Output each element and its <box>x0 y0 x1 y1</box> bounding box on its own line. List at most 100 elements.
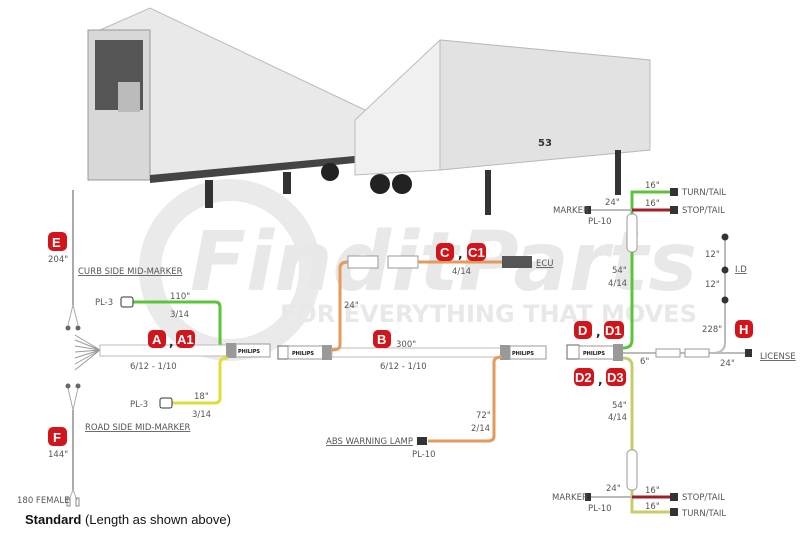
ecu-gauge: 4/14 <box>452 267 471 277</box>
svg-text:D: D <box>578 323 587 338</box>
svg-text:A1: A1 <box>177 332 194 347</box>
extension-harness-b[interactable]: PHILIPS PHILIPS <box>277 345 547 360</box>
bottom-turn-length: 16" <box>645 502 660 512</box>
badge-b: B <box>373 330 391 348</box>
bottom-stop-label: STOP/TAIL <box>682 493 725 503</box>
badge-a: A <box>148 330 166 348</box>
bottom-turn-label: TURN/TAIL <box>681 509 726 519</box>
license-label: LICENSE <box>760 352 796 362</box>
svg-text:53: 53 <box>538 138 552 149</box>
badge-e: E <box>48 232 67 251</box>
svg-text:PHILIPS: PHILIPS <box>512 351 534 357</box>
bottom-stop-plug[interactable] <box>670 493 678 501</box>
pl3-connector-bottom[interactable] <box>159 397 173 409</box>
ecu-up-length: 24" <box>344 301 359 311</box>
bottom-marker-label: MARKER <box>552 493 588 503</box>
abs-wire <box>428 355 503 443</box>
pl3-connector-top[interactable] <box>120 296 134 308</box>
abs-plug-label: PL-10 <box>412 450 436 460</box>
svg-text:C1: C1 <box>468 245 485 260</box>
svg-text:D3: D3 <box>607 370 624 385</box>
bottom-marker-length: 24" <box>606 484 621 494</box>
id-length-1: 12" <box>705 250 720 260</box>
id-light-2 <box>721 266 729 274</box>
yellow-gauge: 3/14 <box>192 410 211 420</box>
ecu-connector-female[interactable] <box>387 255 419 269</box>
top-gauge: 4/14 <box>608 279 627 289</box>
h-connector-male[interactable] <box>655 348 681 358</box>
bottom-plug-label: PL-10 <box>588 504 612 514</box>
pl3-bottom-label: PL-3 <box>130 400 148 410</box>
svg-text:,: , <box>169 335 174 349</box>
ecu-plug[interactable] <box>502 256 532 268</box>
id-light-3 <box>721 296 729 304</box>
top-turn-label: TURN/TAIL <box>681 188 726 198</box>
b-length: 300" <box>396 340 416 350</box>
green-length: 110" <box>170 292 190 302</box>
badge-a1: A1 <box>176 330 195 348</box>
abs-plug[interactable] <box>417 437 427 445</box>
h-length: 228" <box>702 325 722 335</box>
yellow-wire <box>172 356 229 405</box>
svg-text:E: E <box>52 235 61 250</box>
top-stop-plug[interactable] <box>670 206 678 214</box>
svg-text:,: , <box>598 373 603 387</box>
svg-text:PHILIPS: PHILIPS <box>292 351 314 357</box>
badge-c1: C1 <box>467 243 486 261</box>
id-wire <box>711 238 726 354</box>
svg-text:B: B <box>377 332 386 347</box>
caption-bold: Standard <box>25 512 82 527</box>
bottom-marker-plug[interactable] <box>585 493 591 501</box>
h-connector-female[interactable] <box>684 348 710 358</box>
top-plug-label: PL-10 <box>588 217 612 227</box>
badge-h: H <box>735 320 753 338</box>
top-green-wire <box>622 190 670 350</box>
svg-text:PHILIPS: PHILIPS <box>583 351 605 357</box>
bottom-splice <box>626 449 638 491</box>
curb-side-label: CURB SIDE MID-MARKER <box>78 267 183 277</box>
top-turn-plug[interactable] <box>670 188 678 196</box>
id-label: I.D <box>735 265 747 275</box>
philips-label-a: PHILIPS <box>238 349 260 355</box>
a-gauge: 6/12 - 1/10 <box>130 362 177 372</box>
bottom-stop-length: 16" <box>645 486 660 496</box>
badge-c: C <box>436 243 454 261</box>
rear-harness-d[interactable]: PHILIPS <box>566 344 623 361</box>
f-length: 144" <box>48 450 68 460</box>
badge-d3: D3 <box>606 368 626 386</box>
caption-rest: (Length as shown above) <box>81 512 231 527</box>
road-side-harness-f[interactable] <box>65 383 81 507</box>
id-length-2: 12" <box>705 280 720 290</box>
badge-f: F <box>48 427 67 446</box>
license-plug[interactable] <box>745 349 752 357</box>
badge-d: D <box>574 321 592 339</box>
abs-label: ABS WARNING LAMP <box>326 437 413 447</box>
badge-d1: D1 <box>604 321 624 339</box>
svg-text:A: A <box>152 332 162 347</box>
bottom-gauge: 4/14 <box>608 413 627 423</box>
svg-text:H: H <box>739 322 748 337</box>
pl3-top-label: PL-3 <box>95 298 113 308</box>
top-marker-length: 24" <box>605 198 620 208</box>
top-stop-label: STOP/TAIL <box>682 206 725 216</box>
b-gauge: 6/12 - 1/10 <box>380 362 427 372</box>
top-marker-label: MARKER <box>553 206 589 216</box>
bottom-turn-plug[interactable] <box>670 508 678 516</box>
caption: Standard (Length as shown above) <box>25 512 231 527</box>
svg-text:D1: D1 <box>605 323 622 338</box>
curb-side-harness-e[interactable] <box>65 190 81 331</box>
top-marker-plug[interactable] <box>585 206 591 214</box>
e-length: 204" <box>48 255 68 265</box>
top-length: 54" <box>612 266 627 276</box>
top-stop-length: 16" <box>645 199 660 209</box>
abs-gauge: 2/14 <box>471 424 490 434</box>
ecu-connector-male[interactable] <box>347 255 379 269</box>
green-gauge: 3/14 <box>170 310 189 320</box>
svg-text:,: , <box>596 325 601 339</box>
road-side-label: ROAD SIDE MID-MARKER <box>85 423 190 433</box>
abs-length: 72" <box>476 411 491 421</box>
main-harness-a[interactable]: PHILIPS <box>74 334 271 371</box>
bottom-olive-wire <box>622 356 670 514</box>
